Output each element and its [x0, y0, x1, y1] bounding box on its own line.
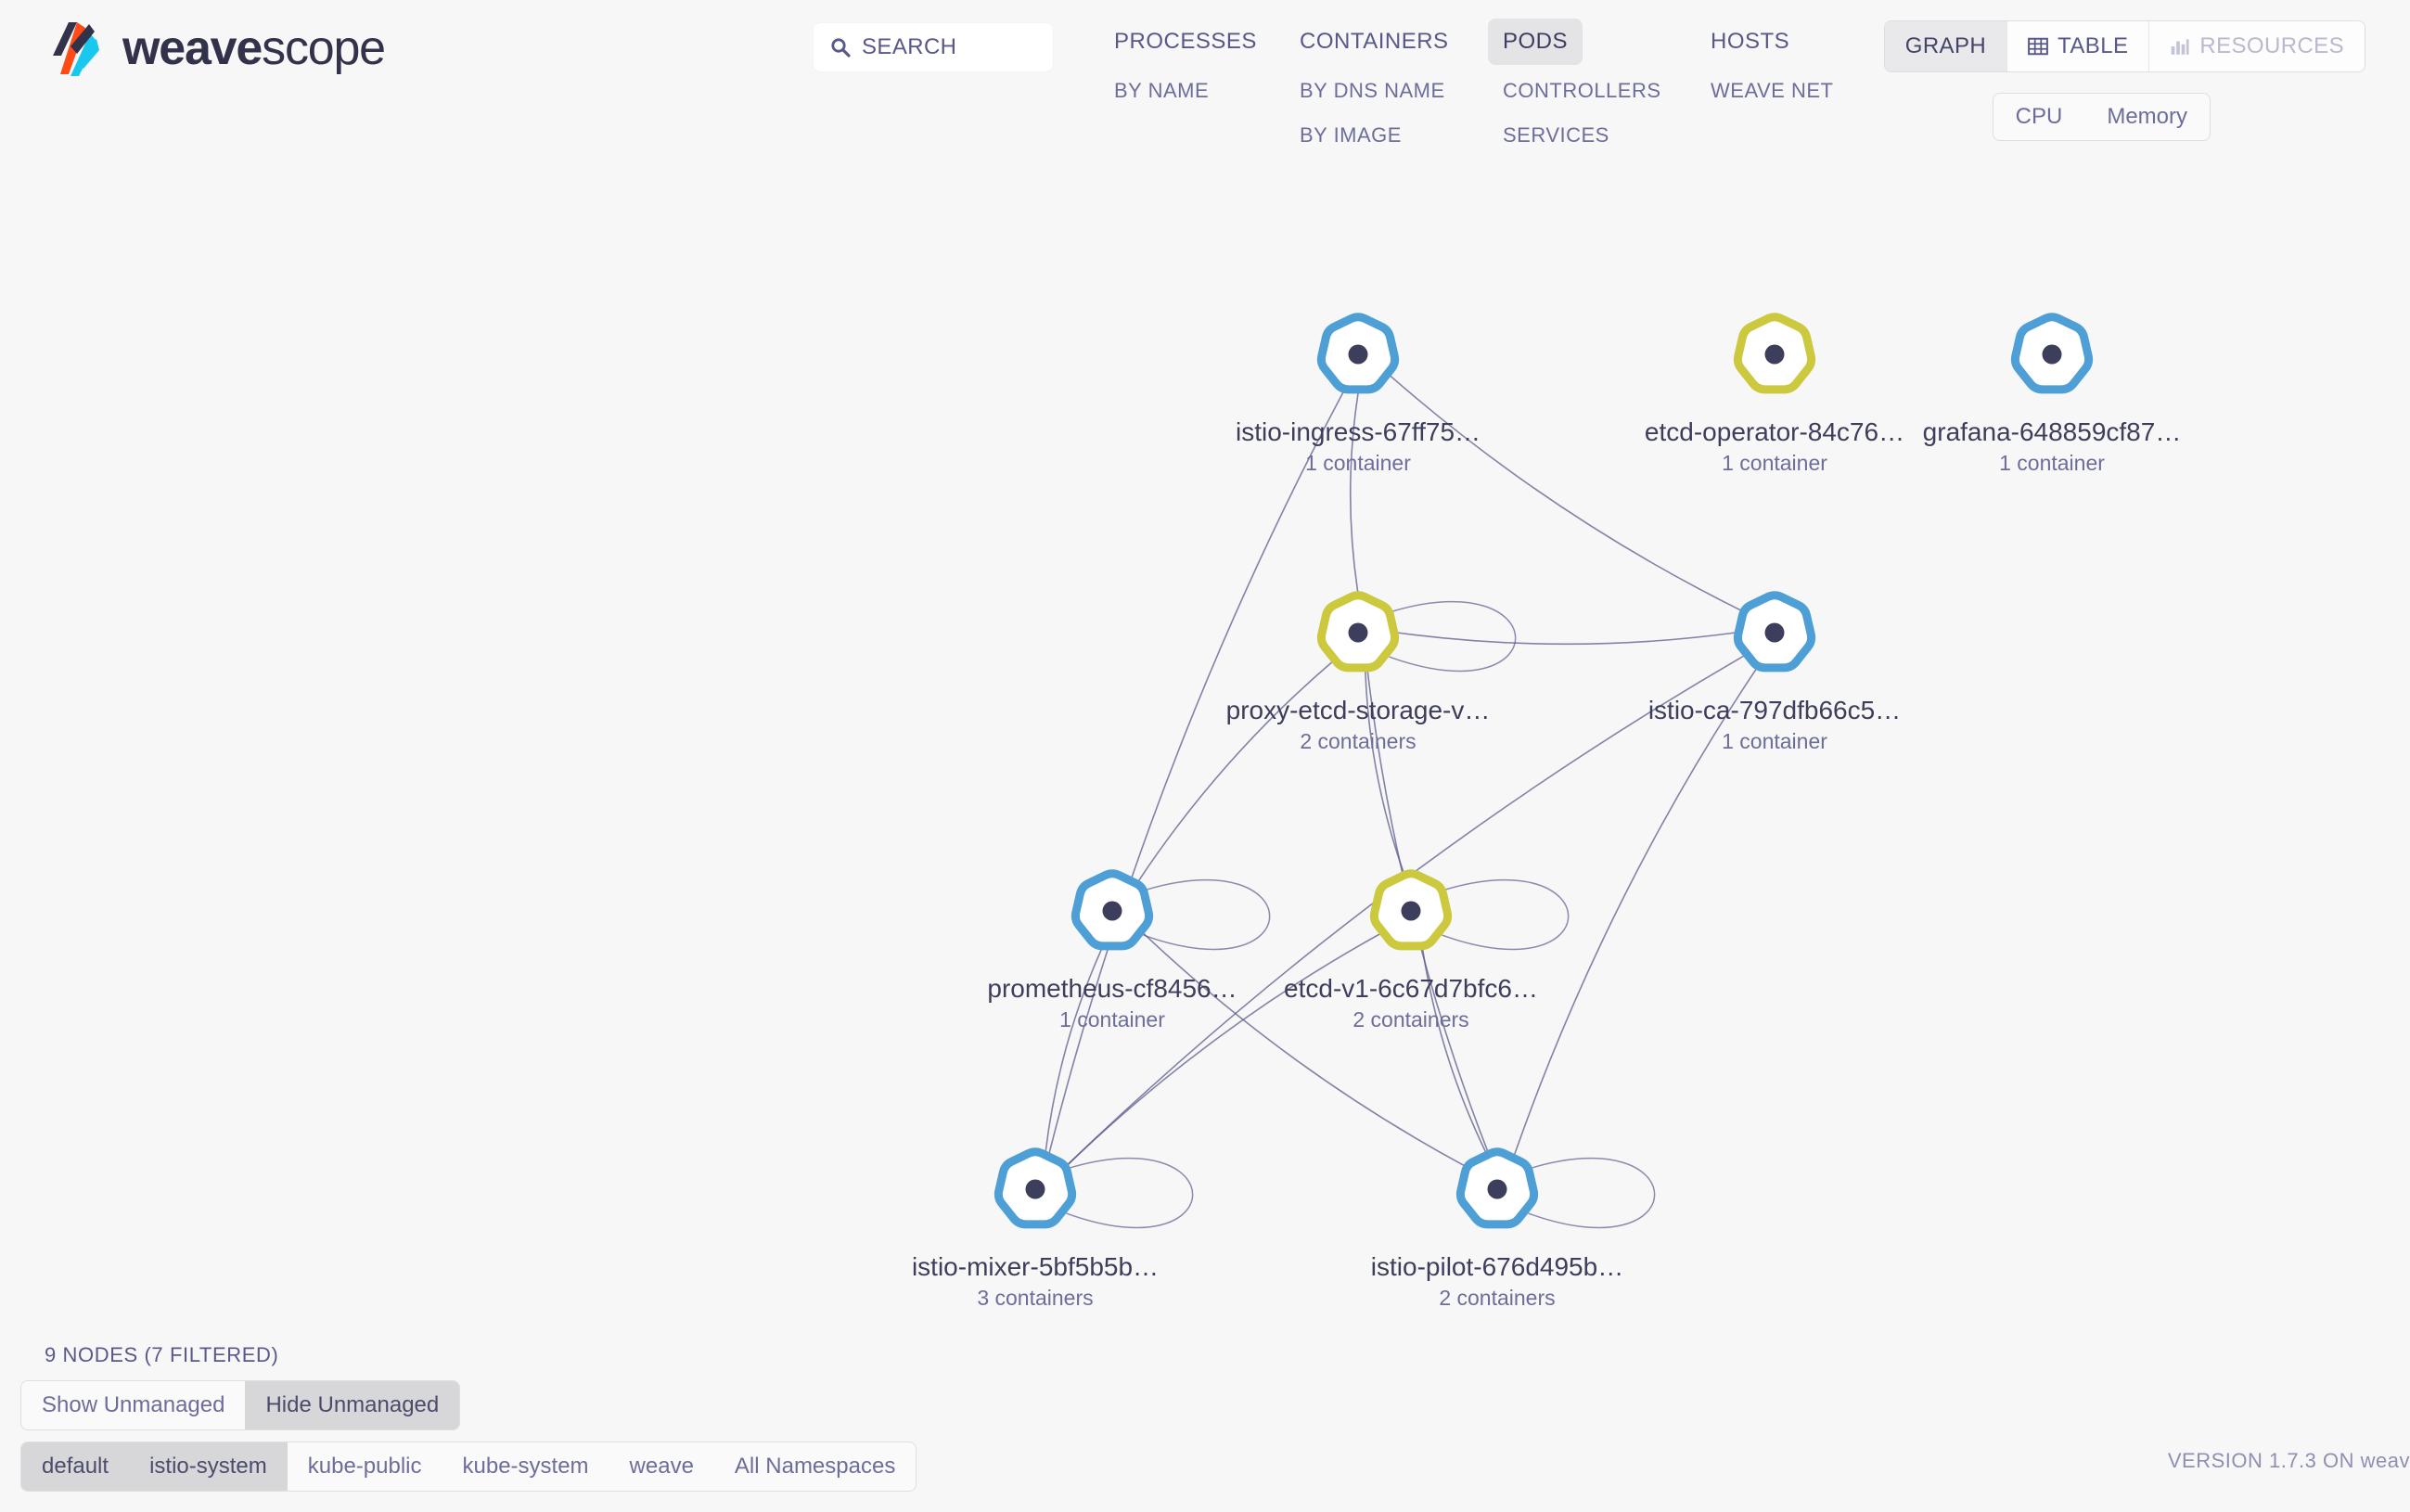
graph-edge: [1513, 667, 1758, 1155]
graph-node-center-dot: [2042, 344, 2062, 365]
hide-unmanaged-button[interactable]: Hide Unmanaged: [245, 1381, 460, 1429]
topology-item-hosts[interactable]: HOSTS: [1711, 29, 1790, 54]
version-label: VERSION 1.7.3 ON weav: [2167, 1449, 2410, 1472]
view-mode-graph[interactable]: GRAPH: [1884, 21, 2008, 71]
search-input[interactable]: SEARCH: [814, 23, 1053, 71]
topology-subitem-controllers[interactable]: CONTROLLERS: [1503, 79, 1661, 102]
topology-item-pods[interactable]: PODS: [1488, 19, 1583, 65]
namespace-istio-system[interactable]: istio-system: [129, 1442, 288, 1491]
namespace-kube-public[interactable]: kube-public: [287, 1442, 442, 1491]
topology-containers: CONTAINERS BY DNS NAME BY IMAGE: [1285, 19, 1464, 156]
graph-edge: [1048, 390, 1345, 1154]
graph-self-loop: [1442, 879, 1570, 951]
view-mode-graph-label: GRAPH: [1904, 33, 1987, 58]
topology-subitem-by-image[interactable]: BY IMAGE: [1300, 123, 1402, 147]
graph-node[interactable]: [1369, 869, 1453, 951]
search-icon: [831, 38, 851, 58]
topology-pods: PODS CONTROLLERS SERVICES: [1488, 19, 1676, 156]
view-mode-table[interactable]: TABLE: [2007, 21, 2150, 71]
show-unmanaged-button[interactable]: Show Unmanaged: [21, 1381, 246, 1429]
graph-self-loop: [1389, 601, 1517, 673]
metric-switch: CPU Memory: [1992, 93, 2211, 141]
metric-cpu-button[interactable]: CPU: [2015, 104, 2063, 129]
bar-chart-icon: [2172, 39, 2189, 55]
graph-edge: [1066, 933, 1380, 1167]
topology-processes: PROCESSES BY NAME: [1099, 19, 1272, 111]
graph-edge: [1365, 671, 1404, 874]
graph-node-center-dot: [1348, 622, 1368, 643]
topology-subitem-by-name[interactable]: BY NAME: [1114, 79, 1210, 102]
graph-node[interactable]: [1455, 1147, 1539, 1229]
view-mode-resources-label: RESOURCES: [2199, 33, 2344, 58]
graph-node-center-dot: [1487, 1179, 1507, 1199]
graph-edge: [1421, 947, 1487, 1153]
metric-memory-button[interactable]: Memory: [2107, 104, 2187, 129]
table-grid-icon: [2028, 37, 2048, 56]
graph-self-loop: [1066, 1158, 1194, 1229]
graph-node-center-dot: [1764, 622, 1785, 643]
graph-node[interactable]: [1733, 313, 1816, 394]
graph-node-center-dot: [1764, 344, 1785, 365]
graph-edges: [1045, 375, 1758, 1168]
graph-edge: [1143, 933, 1467, 1168]
graph-self-loops: [1066, 601, 1656, 1229]
topology-subitem-weave-net[interactable]: WEAVE NET: [1711, 79, 1834, 102]
graph-node-center-dot: [1025, 1179, 1045, 1199]
logo-weave: weave: [122, 21, 263, 75]
graph-node-center-dot: [1401, 901, 1421, 921]
nodes-count-label: 9 NODES (7 FILTERED): [45, 1343, 279, 1366]
topology-subitem-services[interactable]: SERVICES: [1503, 123, 1609, 147]
namespace-all[interactable]: All Namespaces: [713, 1442, 917, 1491]
namespace-weave[interactable]: weave: [609, 1442, 714, 1491]
topology-item-containers[interactable]: CONTAINERS: [1300, 29, 1449, 54]
graph-edge: [1349, 392, 1359, 595]
graph-node[interactable]: [1733, 591, 1816, 673]
graph-edge: [1045, 948, 1103, 1152]
namespace-default[interactable]: default: [21, 1442, 130, 1491]
graph-node-center-dot: [1348, 344, 1368, 365]
namespace-kube-system[interactable]: kube-system: [442, 1442, 609, 1491]
topology-graph-svg: [993, 313, 2094, 1229]
search-placeholder: SEARCH: [862, 34, 957, 59]
graph-edge: [1396, 632, 1737, 646]
graph-node[interactable]: [1316, 591, 1400, 673]
view-mode-switch: GRAPH TABLE RESOURCES: [1883, 20, 2365, 72]
graph-edge: [1390, 375, 1743, 612]
weave-logo-icon: [53, 22, 99, 76]
graph-self-loop: [1143, 879, 1271, 951]
topology-item-processes[interactable]: PROCESSES: [1114, 29, 1257, 54]
graph-node-center-dot: [1102, 901, 1122, 921]
graph-self-loop: [1528, 1158, 1656, 1229]
graph-node[interactable]: [1070, 869, 1154, 951]
topology-subitem-by-dns-name[interactable]: BY DNS NAME: [1300, 79, 1445, 102]
app-logo[interactable]: weavescope: [48, 19, 386, 78]
unmanaged-filter-group: Show Unmanaged Hide Unmanaged: [20, 1380, 461, 1430]
graph-node[interactable]: [2010, 313, 2094, 394]
graph-nodes[interactable]: [993, 313, 2094, 1229]
logo-scope: scope: [262, 21, 386, 75]
namespace-filter-group: default istio-system kube-public kube-sy…: [20, 1442, 917, 1492]
graph-node[interactable]: [1316, 313, 1400, 394]
topology-hosts: HOSTS WEAVE NET: [1696, 19, 1848, 111]
graph-node[interactable]: [993, 1147, 1077, 1229]
view-mode-table-label: TABLE: [2057, 33, 2129, 58]
logo-wordmark: weavescope: [122, 21, 386, 75]
view-mode-resources[interactable]: RESOURCES: [2149, 21, 2365, 71]
graph-edge: [1137, 660, 1333, 882]
